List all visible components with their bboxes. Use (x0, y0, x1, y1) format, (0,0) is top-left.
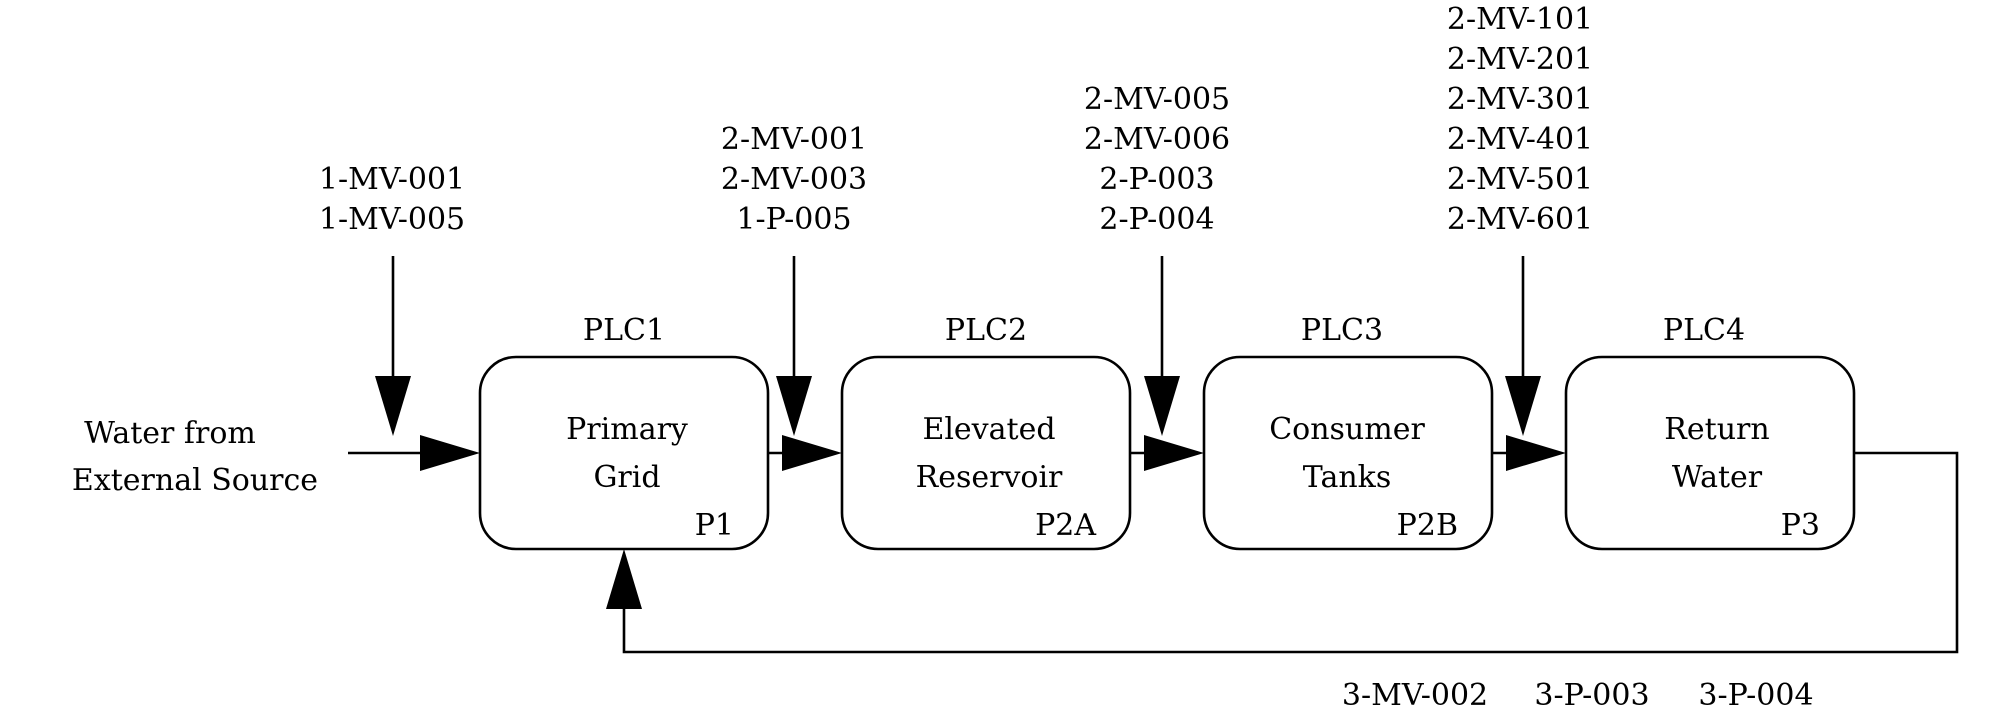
input-labels-4: 2-MV-101 2-MV-201 2-MV-301 2-MV-401 2-MV… (1447, 2, 1593, 237)
stage-name-line1-p2b: Consumer (1269, 412, 1425, 447)
input-label: 2-MV-201 (1447, 42, 1593, 77)
process-id-p2b: P2B (1397, 508, 1458, 543)
flow-arrow-source-to-p1 (348, 435, 480, 471)
stage-name-line2-p2b: Tanks (1303, 460, 1391, 495)
stage-name-line1-p2a: Elevated (922, 412, 1055, 447)
input-label: 2-MV-001 (721, 122, 867, 157)
source-label-line1: Water from (84, 416, 256, 451)
input-label: 2-MV-003 (721, 162, 867, 197)
input-arrow-1 (375, 256, 411, 436)
return-label: 3-P-003 (1534, 678, 1649, 712)
input-label: 2-MV-601 (1447, 202, 1593, 237)
input-labels-2: 2-MV-001 2-MV-003 1-P-005 (721, 122, 867, 237)
return-loop-labels: 3-MV-002 3-P-003 3-P-004 (1342, 678, 1814, 712)
plc-label-3: PLC3 (1301, 313, 1383, 348)
plc-label-2: PLC2 (945, 313, 1027, 348)
flow-arrow-p2b-to-p3 (1492, 435, 1566, 471)
stage-name-line2-p3: Water (1672, 460, 1763, 495)
source-label-line2: External Source (72, 463, 318, 498)
plc-label-1: PLC1 (583, 313, 665, 348)
input-label: 2-MV-005 (1084, 82, 1230, 117)
input-arrow-2 (776, 256, 812, 436)
input-label: 2-MV-501 (1447, 162, 1593, 197)
plc-label-4: PLC4 (1663, 313, 1745, 348)
flow-arrow-p1-to-p2a (768, 435, 842, 471)
input-label: 2-P-003 (1099, 162, 1214, 197)
flow-arrow-p2a-to-p2b (1130, 435, 1204, 471)
return-label: 3-P-004 (1698, 678, 1813, 712)
stage-name-line1-p3: Return (1664, 412, 1769, 447)
stage-name-line2-p1: Grid (593, 460, 660, 495)
stage-name-line1-p1: Primary (566, 412, 688, 447)
stage-p2b: PLC3 Consumer Tanks P2B (1202, 313, 1494, 551)
stage-p3: PLC4 Return Water P3 (1564, 313, 1856, 551)
process-id-p3: P3 (1781, 508, 1820, 543)
return-loop-arrow (606, 451, 1959, 654)
input-label: 1-P-005 (736, 202, 851, 237)
stage-p2a: PLC2 Elevated Reservoir P2A (840, 313, 1132, 551)
process-id-p1: P1 (695, 508, 734, 543)
return-label: 3-MV-002 (1342, 678, 1488, 712)
process-id-p2a: P2A (1035, 508, 1096, 543)
input-label: 2-MV-301 (1447, 82, 1593, 117)
input-label: 1-MV-005 (319, 202, 465, 237)
input-arrow-4 (1505, 256, 1541, 436)
input-label: 2-MV-401 (1447, 122, 1593, 157)
input-label: 2-MV-006 (1084, 122, 1230, 157)
input-label: 2-P-004 (1099, 202, 1214, 237)
stage-name-line2-p2a: Reservoir (916, 460, 1063, 495)
input-label: 2-MV-101 (1447, 2, 1593, 37)
input-label: 1-MV-001 (319, 162, 465, 197)
input-arrow-3 (1144, 256, 1180, 436)
input-labels-3: 2-MV-005 2-MV-006 2-P-003 2-P-004 (1084, 82, 1230, 237)
stage-p1: PLC1 Primary Grid P1 (478, 313, 770, 551)
input-labels-1: 1-MV-001 1-MV-005 (319, 162, 465, 237)
